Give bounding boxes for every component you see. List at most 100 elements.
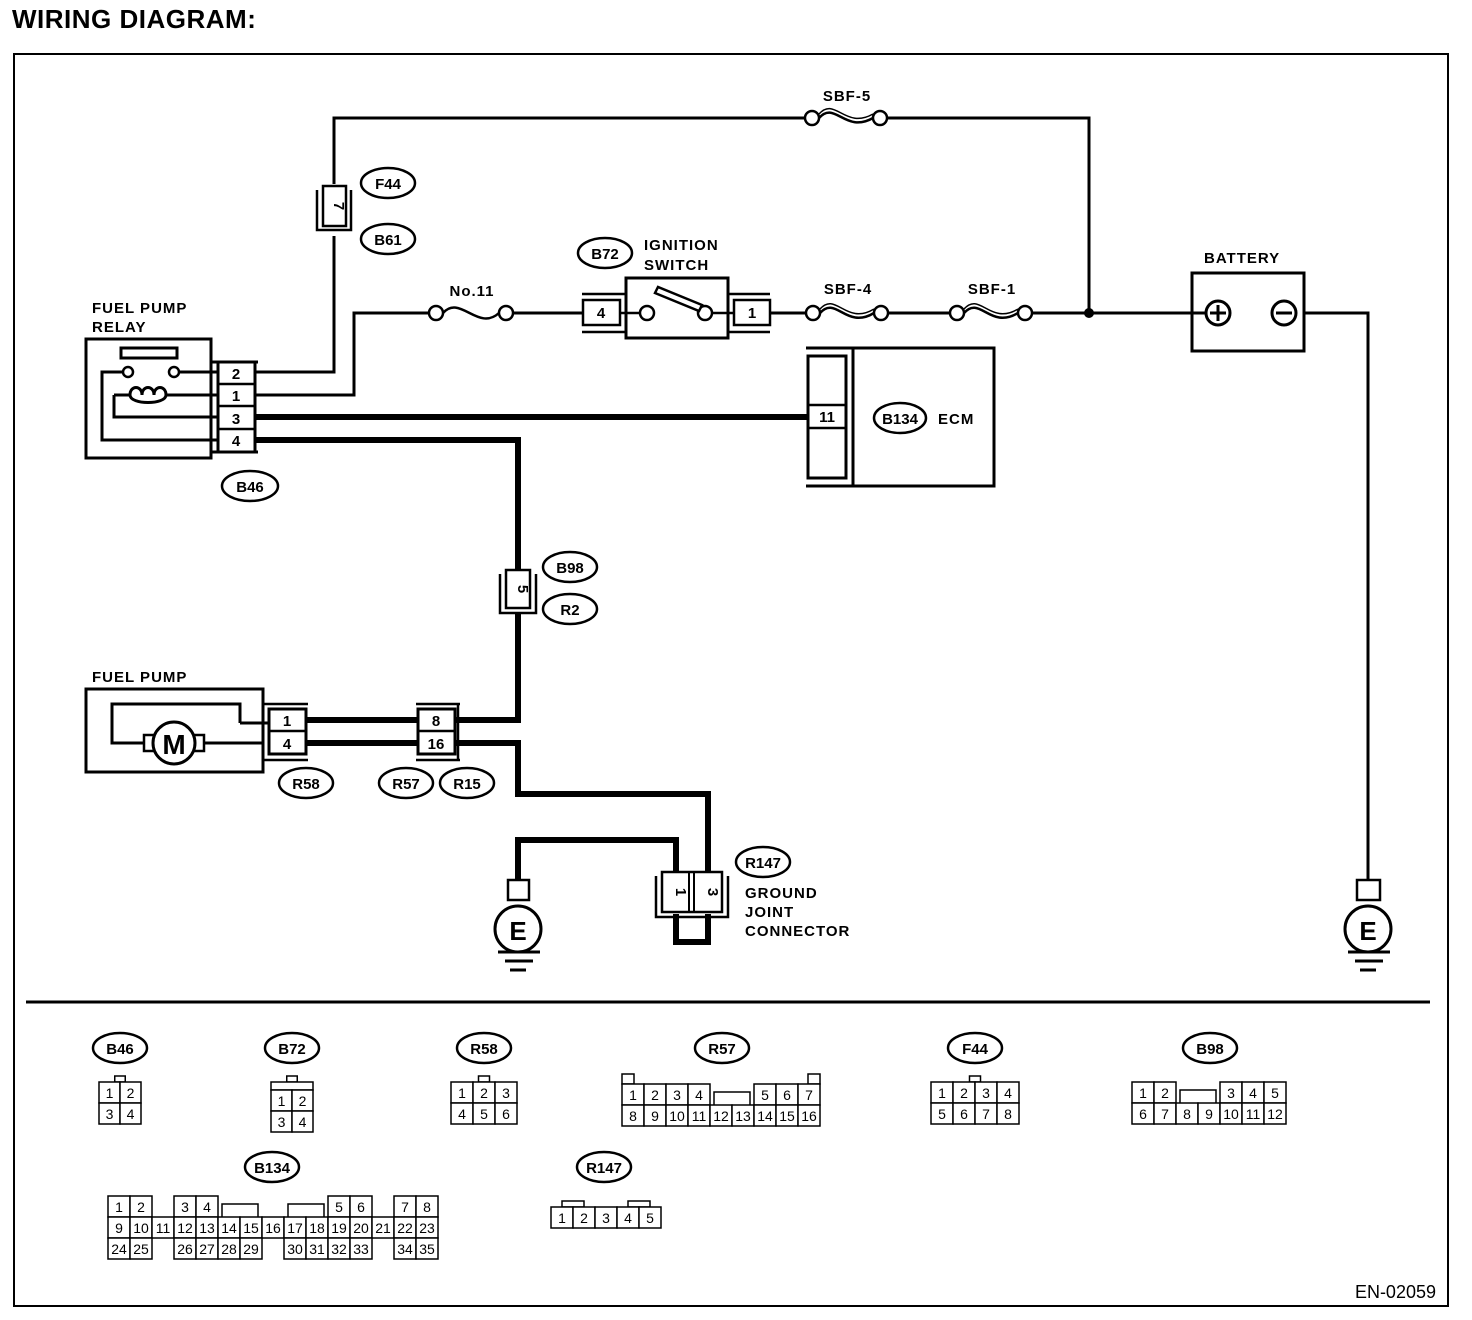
connector-pin-number: 3 xyxy=(181,1199,189,1215)
connector-pin-number: 16 xyxy=(801,1108,817,1124)
connector-tag-b72 xyxy=(576,236,634,270)
connector-pin-number: 3 xyxy=(278,1114,286,1130)
connector-pin-cell xyxy=(129,1237,153,1260)
connector-pin-number: 18 xyxy=(309,1220,325,1236)
svg-text:SWITCH: SWITCH xyxy=(644,257,709,274)
connector-tag-r147 xyxy=(734,845,792,879)
svg-text:5: 5 xyxy=(514,585,531,593)
relay-label-2: RELAY xyxy=(92,319,146,336)
connector-pin-number: 33 xyxy=(353,1241,369,1257)
svg-text:R58: R58 xyxy=(292,776,320,793)
ecm-body xyxy=(806,346,996,488)
connector-pin-number: 3 xyxy=(673,1087,681,1103)
connector-pin-number: 28 xyxy=(221,1241,237,1257)
svg-text:E: E xyxy=(1359,916,1376,946)
connector-pin-number: 3 xyxy=(502,1085,510,1101)
connector-tag-r58 xyxy=(277,766,335,800)
connector-pin-number: 1 xyxy=(115,1199,123,1215)
connector-view-tag xyxy=(946,1031,1004,1065)
connector-pin-number: 5 xyxy=(761,1087,769,1103)
connector-pin-number: 34 xyxy=(397,1241,413,1257)
connector-pin-number: 30 xyxy=(287,1241,303,1257)
connector-pin-number: 15 xyxy=(779,1108,795,1124)
connector-pin-number: 1 xyxy=(278,1093,286,1109)
connector-pin-cell xyxy=(349,1237,373,1260)
wire-relay2-to-f44 xyxy=(255,236,336,374)
svg-text:4: 4 xyxy=(283,736,292,753)
connector-pin-number: 20 xyxy=(353,1220,369,1236)
connector-pin-cell xyxy=(996,1102,1020,1125)
svg-text:8: 8 xyxy=(432,713,440,730)
connector-pin-number: 1 xyxy=(458,1085,466,1101)
wire-r57-to-r147 xyxy=(456,740,711,876)
connector-view-tag-label: B72 xyxy=(278,1041,306,1058)
connector-view-tag xyxy=(455,1031,513,1065)
svg-text:1: 1 xyxy=(672,888,689,896)
relay-pin: 4 xyxy=(232,433,241,450)
connector-pin-number: 15 xyxy=(243,1220,259,1236)
connector-view-tag-label: B98 xyxy=(1196,1041,1224,1058)
fuse-sbf4: SBF-4 xyxy=(804,281,890,322)
diagram-title: WIRING DIAGRAM: xyxy=(12,4,257,34)
svg-text:B46: B46 xyxy=(236,479,264,496)
wire-r147-to-ground xyxy=(515,837,679,880)
connector-pin-number: 14 xyxy=(221,1220,237,1236)
wire-battery-to-ground xyxy=(1298,311,1370,880)
connector-tag-b46 xyxy=(220,469,280,503)
connector-tag-r2 xyxy=(541,592,599,626)
connector-pin-number: 22 xyxy=(397,1220,413,1236)
svg-text:16: 16 xyxy=(428,736,445,753)
wire-r147-bridge xyxy=(673,914,711,945)
inline-connector-r57-r15: 8 16 R57 R15 xyxy=(377,702,496,800)
svg-text:B98: B98 xyxy=(556,560,584,577)
svg-text:1: 1 xyxy=(748,305,756,322)
connector-view-tag-label: B46 xyxy=(106,1041,134,1058)
connector-pin-number: 4 xyxy=(127,1106,135,1122)
ignition-switch-lever-icon xyxy=(653,285,704,313)
connector-pin-number: 19 xyxy=(331,1220,347,1236)
connector-pin-number: 25 xyxy=(133,1241,149,1257)
svg-text:E: E xyxy=(509,916,526,946)
svg-text:1: 1 xyxy=(283,713,291,730)
connector-pin-cell xyxy=(415,1237,439,1260)
connector-pin-number: 4 xyxy=(299,1114,307,1130)
connector-pin-cell xyxy=(1263,1102,1287,1125)
connector-view-tag xyxy=(693,1031,751,1065)
connector-pin-number: 2 xyxy=(137,1199,145,1215)
connector-pin-number: 11 xyxy=(692,1108,707,1124)
svg-text:B61: B61 xyxy=(374,232,402,249)
connector-pin-number: 7 xyxy=(1161,1106,1169,1122)
connector-pin-number: 8 xyxy=(423,1199,431,1215)
connector-pin-number: 5 xyxy=(1271,1085,1279,1101)
connector-pin-number: 2 xyxy=(960,1085,968,1101)
connector-pin-number: 6 xyxy=(357,1199,365,1215)
connector-pin-number: 10 xyxy=(1223,1106,1239,1122)
connector-pin-number: 26 xyxy=(177,1241,193,1257)
connector-pin-number: 6 xyxy=(960,1106,968,1122)
connector-pin-number: 10 xyxy=(669,1108,685,1124)
connector-pin-number: 3 xyxy=(106,1106,114,1122)
diagram-frame xyxy=(13,53,1449,1307)
connector-pin-number: 7 xyxy=(805,1087,813,1103)
connector-pin-number: 10 xyxy=(133,1220,149,1236)
connector-pin-number: 32 xyxy=(331,1241,347,1257)
svg-text:R15: R15 xyxy=(453,776,481,793)
connector-pin-number: 35 xyxy=(419,1241,435,1257)
ground-joint-connector: 1 3 R147 GROUND JOINT CONNECTOR xyxy=(654,845,849,940)
relay-label-1: FUEL PUMP xyxy=(92,300,187,317)
connector-pin-number: 14 xyxy=(757,1108,773,1124)
svg-text:IGNITION: IGNITION xyxy=(644,237,719,254)
wire-junction-dot xyxy=(1084,308,1094,318)
svg-text:SBF-5: SBF-5 xyxy=(823,88,871,105)
connector-pin-number: 12 xyxy=(177,1220,193,1236)
fuel-pump-relay: FUEL PUMP RELAY 2 1 3 4 B46 xyxy=(84,300,280,503)
relay-pin: 1 xyxy=(232,388,240,405)
connector-pin-number: 4 xyxy=(624,1210,632,1226)
